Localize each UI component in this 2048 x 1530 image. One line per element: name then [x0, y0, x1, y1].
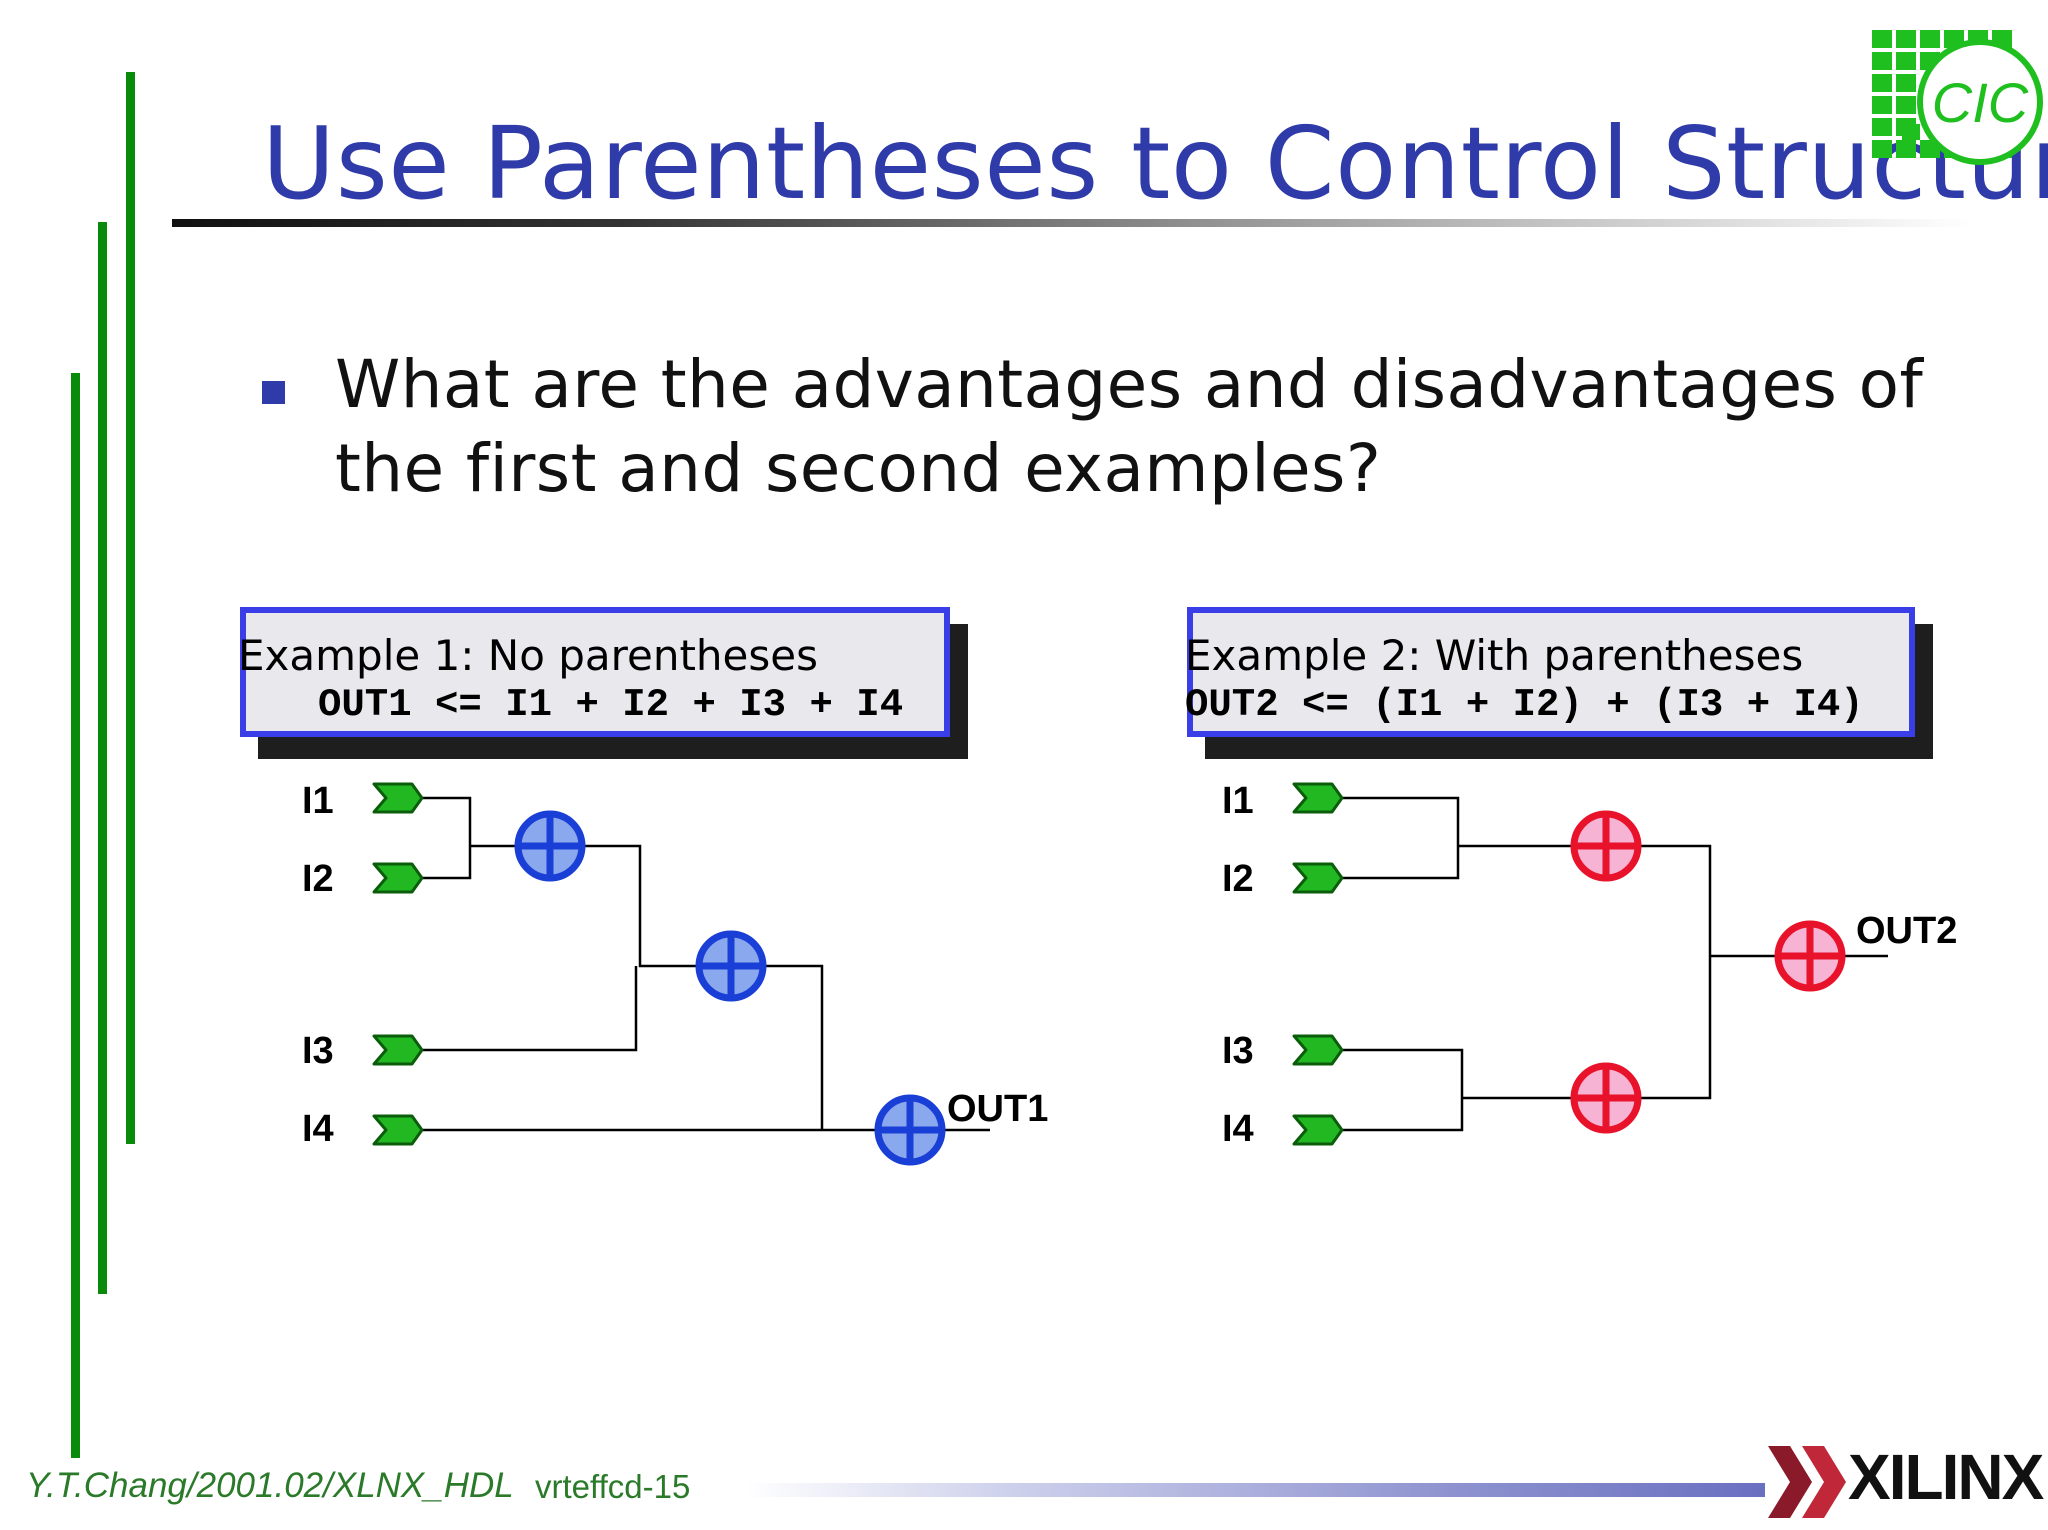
example2-wires [1342, 796, 1888, 1132]
left-accent-bar-2 [98, 222, 107, 1294]
example1-title: Example 1: No parentheses [238, 631, 818, 680]
example1-input-port-icon [372, 782, 424, 814]
example2-adder-icon [1574, 814, 1638, 878]
example2-input-label: I1 [1222, 780, 1254, 822]
left-accent-bar-1 [126, 72, 135, 1144]
bullet-square-icon [262, 381, 285, 404]
example2-code: OUT2 <= (I1 + I2) + (I3 + I4) [1185, 683, 1864, 727]
example1-input-label: I3 [302, 1030, 334, 1072]
footer-gradient-rule [745, 1483, 1765, 1497]
bullet-question: What are the advantages and disadvantage… [335, 346, 1924, 507]
example2-input-label: I2 [1222, 858, 1254, 900]
cic-logo-text: CIC [1932, 71, 2029, 134]
example1-input-port-icon [372, 1114, 424, 1146]
example1-input-label: I2 [302, 858, 334, 900]
example2-box: Example 2: With parentheses OUT2 <= (I1 … [1185, 607, 1915, 737]
example2-input-label: I4 [1222, 1108, 1254, 1150]
xilinx-logo-icon [1768, 1446, 1846, 1518]
example2-input-port-icon [1292, 1114, 1344, 1146]
example1-box: Example 1: No parentheses OUT1 <= I1 + I… [238, 607, 950, 737]
example2-adder-icon [1574, 1066, 1638, 1130]
footer-page-id: vrteffcd-15 [535, 1468, 691, 1505]
example1-wires [422, 796, 990, 1132]
example2-output-label: OUT2 [1856, 910, 1958, 952]
example2-input-port-icon [1292, 1034, 1344, 1066]
example1-output-label: OUT1 [947, 1088, 1049, 1130]
example2-input-port-icon [1292, 782, 1344, 814]
example1-input-port-icon [372, 862, 424, 894]
example2-input-label: I3 [1222, 1030, 1254, 1072]
left-accent-bar-3 [71, 373, 80, 1458]
example1-input-label: I4 [302, 1108, 334, 1150]
example1-adder-icon [878, 1098, 942, 1162]
slide-title: Use Parentheses to Control Structure [262, 105, 2048, 222]
footer-author: Y.T.Chang/2001.02/XLNX_HDL [26, 1466, 514, 1505]
example1-input-label: I1 [302, 780, 334, 822]
example1-adder-icon [518, 814, 582, 878]
example2-input-port-icon [1292, 862, 1344, 894]
example1-adder-icon [699, 934, 763, 998]
example2-title: Example 2: With parentheses [1185, 631, 1804, 680]
example2-adder-icon [1778, 924, 1842, 988]
example1-input-port-icon [372, 1034, 424, 1066]
example1-code: OUT1 <= I1 + I2 + I3 + I4 [318, 683, 904, 727]
title-underline [172, 219, 1972, 227]
cic-logo: CIC [1872, 30, 2043, 165]
xilinx-brand: XILINX [1848, 1441, 2044, 1513]
